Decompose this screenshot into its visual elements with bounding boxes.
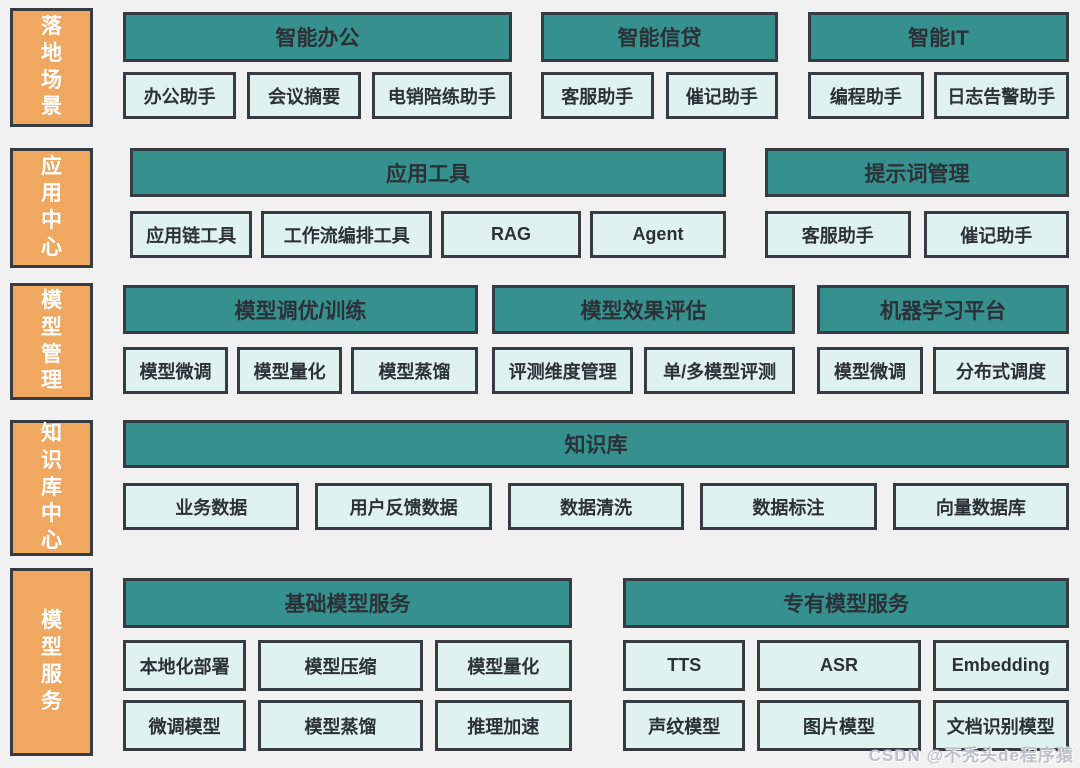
item-box: TTS	[623, 640, 746, 691]
item-box: 文档识别模型	[932, 700, 1069, 751]
layer-landing-scenarios-label: 落地场景	[41, 14, 62, 119]
item-box: 数据标注	[700, 483, 877, 530]
item-box: 日志告警助手	[933, 72, 1069, 119]
item-box: 模型蒸馏	[351, 347, 478, 394]
item-box: 声纹模型	[623, 700, 746, 751]
item-box: 推理加速	[434, 700, 572, 751]
item-box: 模型微调	[123, 347, 229, 394]
group-proprietary-model-services: 专有模型服务 TTS ASR Embedding 声纹模型 图片模型 文档识别模…	[623, 578, 1069, 751]
group-header-base-model-services: 基础模型服务	[123, 578, 572, 628]
item-box: 模型量化	[237, 347, 343, 394]
item-box: 催记助手	[923, 211, 1069, 258]
item-box: 微调模型	[123, 700, 247, 751]
group-prompt-management: 提示词管理 客服助手 催记助手	[765, 148, 1069, 258]
item-box: ASR	[757, 640, 921, 691]
layer-model-services-label: 模型服务	[41, 609, 62, 713]
group-app-tools: 应用工具 应用链工具 工作流编排工具 RAG Agent	[130, 148, 727, 258]
group-header-smart-office: 智能办公	[123, 12, 512, 62]
item-box: 向量数据库	[892, 483, 1070, 530]
item-box: 客服助手	[765, 211, 911, 258]
item-box: 办公助手	[123, 72, 237, 119]
group-header-model-tuning: 模型调优/训练	[123, 285, 478, 334]
group-model-tuning: 模型调优/训练 模型微调 模型量化 模型蒸馏	[123, 285, 478, 394]
watermark-text: CSDN @不秃头de程序猿	[868, 746, 1074, 765]
group-knowledge-base: 知识库 业务数据 用户反馈数据 数据清洗 数据标注 向量数据库	[123, 420, 1070, 530]
item-box: RAG	[441, 211, 581, 258]
item-box: 图片模型	[757, 700, 921, 751]
item-box: 模型微调	[817, 347, 923, 394]
layer-app-center-label: 应用中心	[41, 155, 62, 259]
item-box: 本地化部署	[123, 640, 247, 691]
item-box: 客服助手	[541, 72, 654, 119]
group-header-proprietary-model-services: 专有模型服务	[623, 578, 1069, 628]
item-box: 评测维度管理	[492, 347, 634, 394]
item-box: 业务数据	[123, 483, 300, 530]
layer-model-services: 模型服务	[10, 568, 93, 756]
group-smart-it: 智能IT 编程助手 日志告警助手	[808, 12, 1069, 119]
group-header-knowledge-base: 知识库	[123, 420, 1069, 468]
group-header-ml-platform: 机器学习平台	[817, 285, 1069, 334]
group-header-smart-it: 智能IT	[808, 12, 1069, 62]
group-header-prompt-management: 提示词管理	[765, 148, 1069, 197]
group-base-model-services: 基础模型服务 本地化部署 模型压缩 模型量化 微调模型 模型蒸馏 推理加速	[123, 578, 572, 751]
layer-app-center: 应用中心	[10, 148, 93, 268]
group-ml-platform: 机器学习平台 模型微调 分布式调度	[817, 285, 1069, 394]
group-header-smart-credit: 智能信贷	[541, 12, 778, 62]
item-box: 模型压缩	[258, 640, 423, 691]
group-model-evaluation: 模型效果评估 评测维度管理 单/多模型评测	[492, 285, 795, 394]
layer-landing-scenarios: 落地场景	[10, 8, 93, 127]
item-box: 会议摘要	[247, 72, 361, 119]
layer-model-management: 模型管理	[10, 283, 93, 400]
group-smart-office: 智能办公 办公助手 会议摘要 电销陪练助手	[123, 12, 513, 119]
group-header-app-tools: 应用工具	[130, 148, 726, 197]
item-box: 催记助手	[665, 72, 778, 119]
group-smart-credit: 智能信贷 客服助手 催记助手	[541, 12, 778, 119]
item-box: 分布式调度	[933, 347, 1069, 394]
item-box: Embedding	[932, 640, 1069, 691]
layer-knowledge-center: 知识库中心	[10, 420, 93, 556]
layer-knowledge-center-label: 知识库中心	[41, 421, 62, 553]
group-header-model-evaluation: 模型效果评估	[492, 285, 795, 334]
item-box: 电销陪练助手	[371, 72, 513, 119]
item-box: 模型蒸馏	[258, 700, 423, 751]
item-box: 用户反馈数据	[315, 483, 492, 530]
layer-model-management-label: 模型管理	[41, 288, 62, 393]
item-box: Agent	[589, 211, 727, 258]
item-box: 单/多模型评测	[644, 347, 795, 394]
item-box: 应用链工具	[130, 211, 253, 258]
item-box: 数据清洗	[507, 483, 685, 530]
item-box: 编程助手	[808, 72, 924, 119]
item-box: 工作流编排工具	[261, 211, 433, 258]
item-box: 模型量化	[434, 640, 572, 691]
